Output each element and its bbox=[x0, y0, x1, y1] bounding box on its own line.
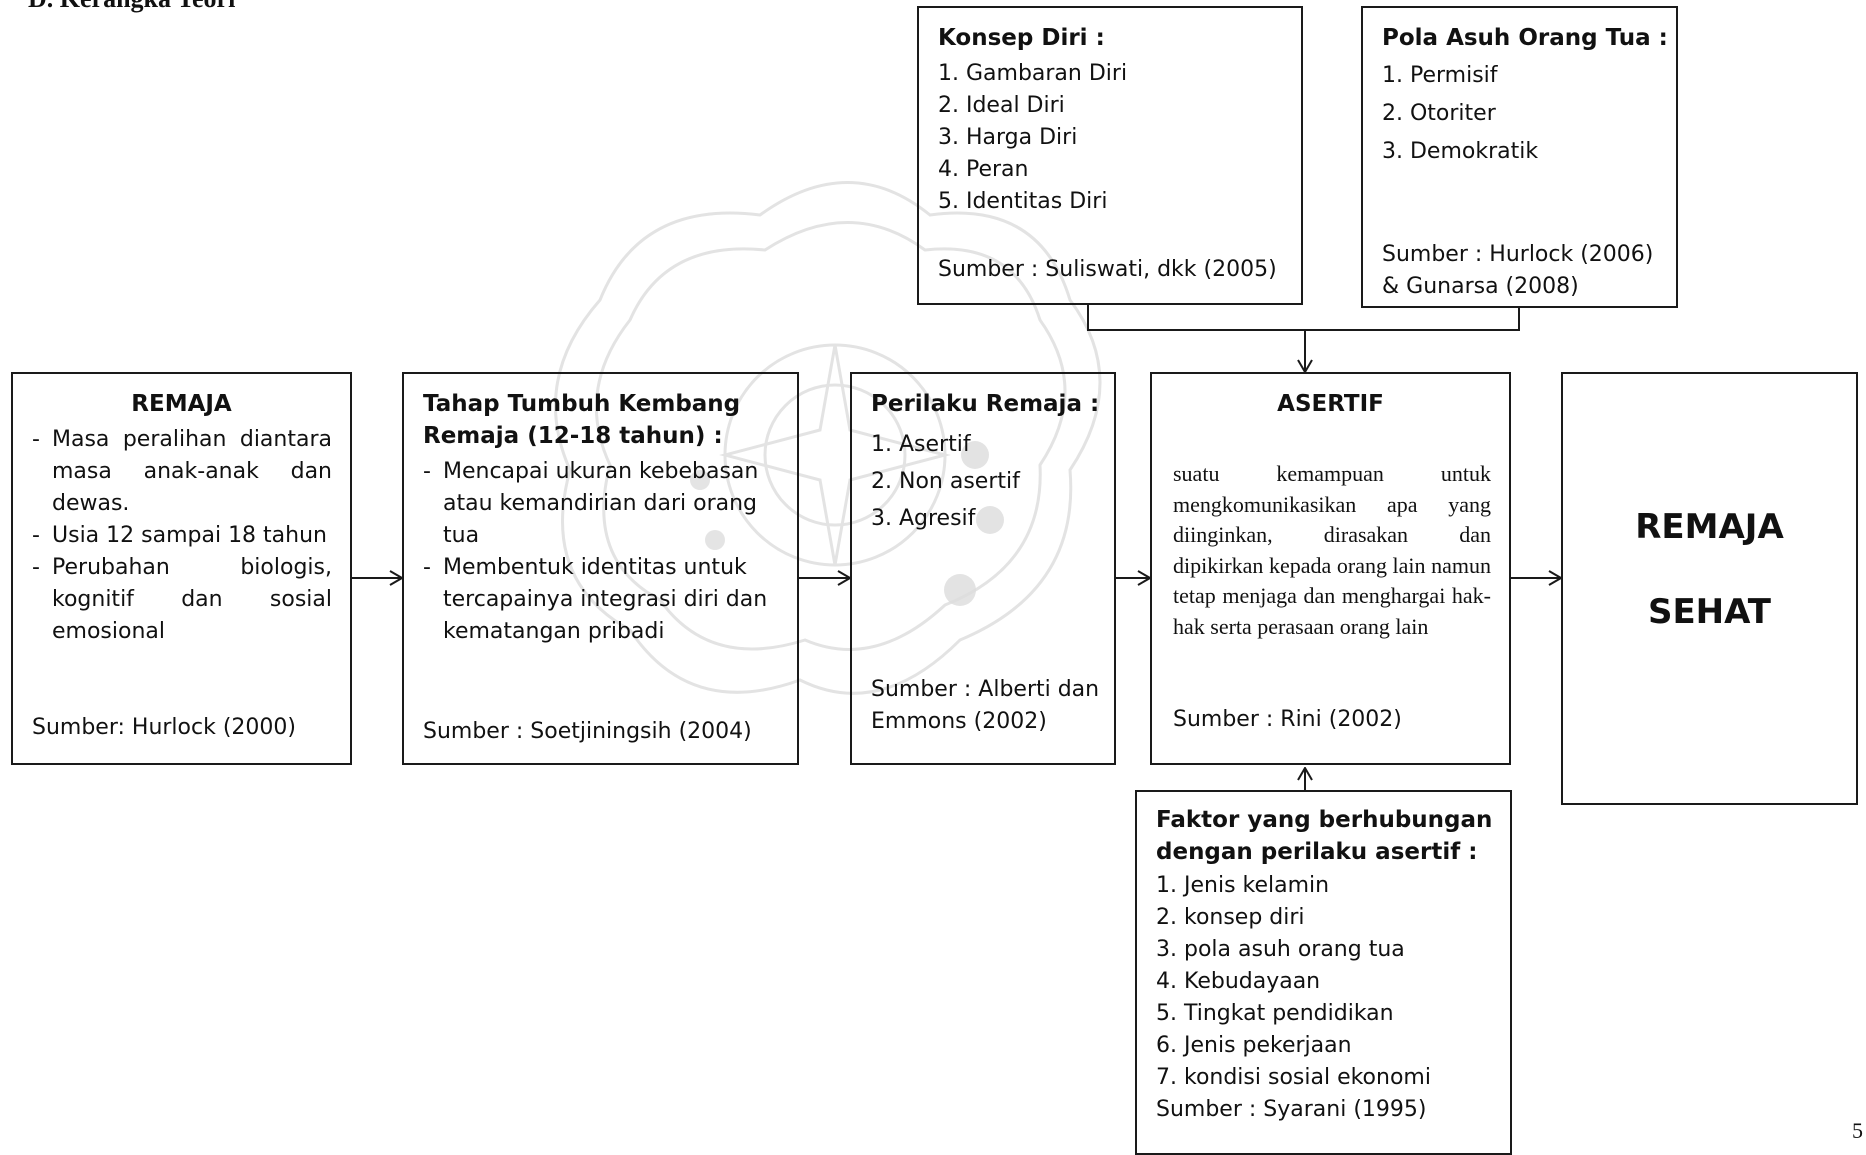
perilaku-item-1: 1. Asertif bbox=[871, 432, 971, 457]
pola-source-2: & Gunarsa (2008) bbox=[1382, 274, 1579, 299]
tahap-title: Tahap Tumbuh Kembang Remaja (12-18 tahun… bbox=[423, 391, 741, 449]
faktor-title-2: dengan perilaku asertif : bbox=[1156, 839, 1478, 865]
faktor-item-4: 4. Kebudayaan bbox=[1156, 969, 1321, 994]
konsep-item-1: 1. Gambaran Diri bbox=[938, 61, 1128, 86]
remaja-source: Sumber: Hurlock (2000) bbox=[32, 715, 296, 740]
konsep-item-4: 4. Peran bbox=[938, 157, 1029, 182]
perilaku-item-2: 2. Non asertif bbox=[871, 469, 1020, 494]
faktor-box: Faktor yang berhubungan dengan perilaku … bbox=[1135, 790, 1512, 1155]
remaja-item-2: Usia 12 sampai 18 tahun bbox=[32, 520, 332, 552]
pola-title: Pola Asuh Orang Tua : bbox=[1382, 25, 1668, 51]
konsep-source: Sumber : Suliswati, dkk (2005) bbox=[938, 257, 1277, 282]
pola-asuh-box: Pola Asuh Orang Tua : 1. Permisif 2. Oto… bbox=[1361, 6, 1678, 308]
faktor-item-5: 5. Tingkat pendidikan bbox=[1156, 1001, 1394, 1026]
remaja-title: REMAJA bbox=[131, 391, 232, 417]
remaja-sehat-line-2: SEHAT bbox=[1647, 592, 1772, 632]
tahap-source: Sumber : Soetjiningsih (2004) bbox=[423, 719, 752, 744]
faktor-item-6: 6. Jenis pekerjaan bbox=[1156, 1033, 1352, 1058]
remaja-sehat-box: REMAJA SEHAT bbox=[1561, 372, 1858, 805]
faktor-item-3: 3. pola asuh orang tua bbox=[1156, 937, 1405, 962]
pola-item-1: 1. Permisif bbox=[1382, 63, 1498, 88]
perilaku-item-3: 3. Agresif bbox=[871, 506, 976, 531]
section-heading: D. Kerangka Teori bbox=[28, 0, 235, 14]
tahap-item-2: Membentuk identitas untuk tercapainya in… bbox=[423, 552, 768, 648]
perilaku-title: Perilaku Remaja : bbox=[871, 391, 1100, 417]
faktor-item-7: 7. kondisi sosial ekonomi bbox=[1156, 1065, 1431, 1090]
konsep-diri-box: Konsep Diri : 1. Gambaran Diri 2. Ideal … bbox=[917, 6, 1303, 305]
perilaku-source: Sumber : Alberti dan Emmons (2002) bbox=[871, 677, 1100, 734]
pola-source-1: Sumber : Hurlock (2006) bbox=[1382, 242, 1654, 267]
page-number: 5 bbox=[1852, 1118, 1863, 1143]
asertif-source: Sumber : Rini (2002) bbox=[1173, 707, 1402, 732]
pola-item-2: 2. Otoriter bbox=[1382, 101, 1496, 126]
faktor-title-1: Faktor yang berhubungan bbox=[1156, 807, 1493, 833]
tahap-item-1: Mencapai ukuran kebebasan atau kemandiri… bbox=[423, 456, 768, 552]
remaja-item-3: Perubahan biologis, kognitif dan sosial … bbox=[32, 552, 332, 648]
remaja-sehat-line-1: REMAJA bbox=[1635, 507, 1784, 547]
perilaku-box: Perilaku Remaja : 1. Asertif 2. Non aser… bbox=[850, 372, 1116, 765]
asertif-title: ASERTIF bbox=[1277, 391, 1384, 417]
remaja-item-1: Masa peralihan diantara masa anak-anak d… bbox=[32, 424, 332, 520]
bracket-konsep-pola bbox=[1087, 305, 1520, 331]
pola-item-3: 3. Demokratik bbox=[1382, 139, 1539, 164]
faktor-item-2: 2. konsep diri bbox=[1156, 905, 1305, 930]
asertif-definition: suatu kemampuan untuk mengkomunikasikan … bbox=[1173, 461, 1491, 639]
faktor-source: Sumber : Syarani (1995) bbox=[1156, 1097, 1427, 1122]
asertif-box: ASERTIF suatu kemampuan untuk mengkomuni… bbox=[1150, 372, 1511, 765]
konsep-item-3: 3. Harga Diri bbox=[938, 125, 1078, 150]
konsep-title: Konsep Diri : bbox=[938, 25, 1105, 51]
konsep-item-5: 5. Identitas Diri bbox=[938, 189, 1108, 214]
faktor-item-1: 1. Jenis kelamin bbox=[1156, 873, 1330, 898]
remaja-box: REMAJA Masa peralihan diantara masa anak… bbox=[11, 372, 352, 765]
tahap-box: Tahap Tumbuh Kembang Remaja (12-18 tahun… bbox=[402, 372, 799, 765]
konsep-item-2: 2. Ideal Diri bbox=[938, 93, 1065, 118]
